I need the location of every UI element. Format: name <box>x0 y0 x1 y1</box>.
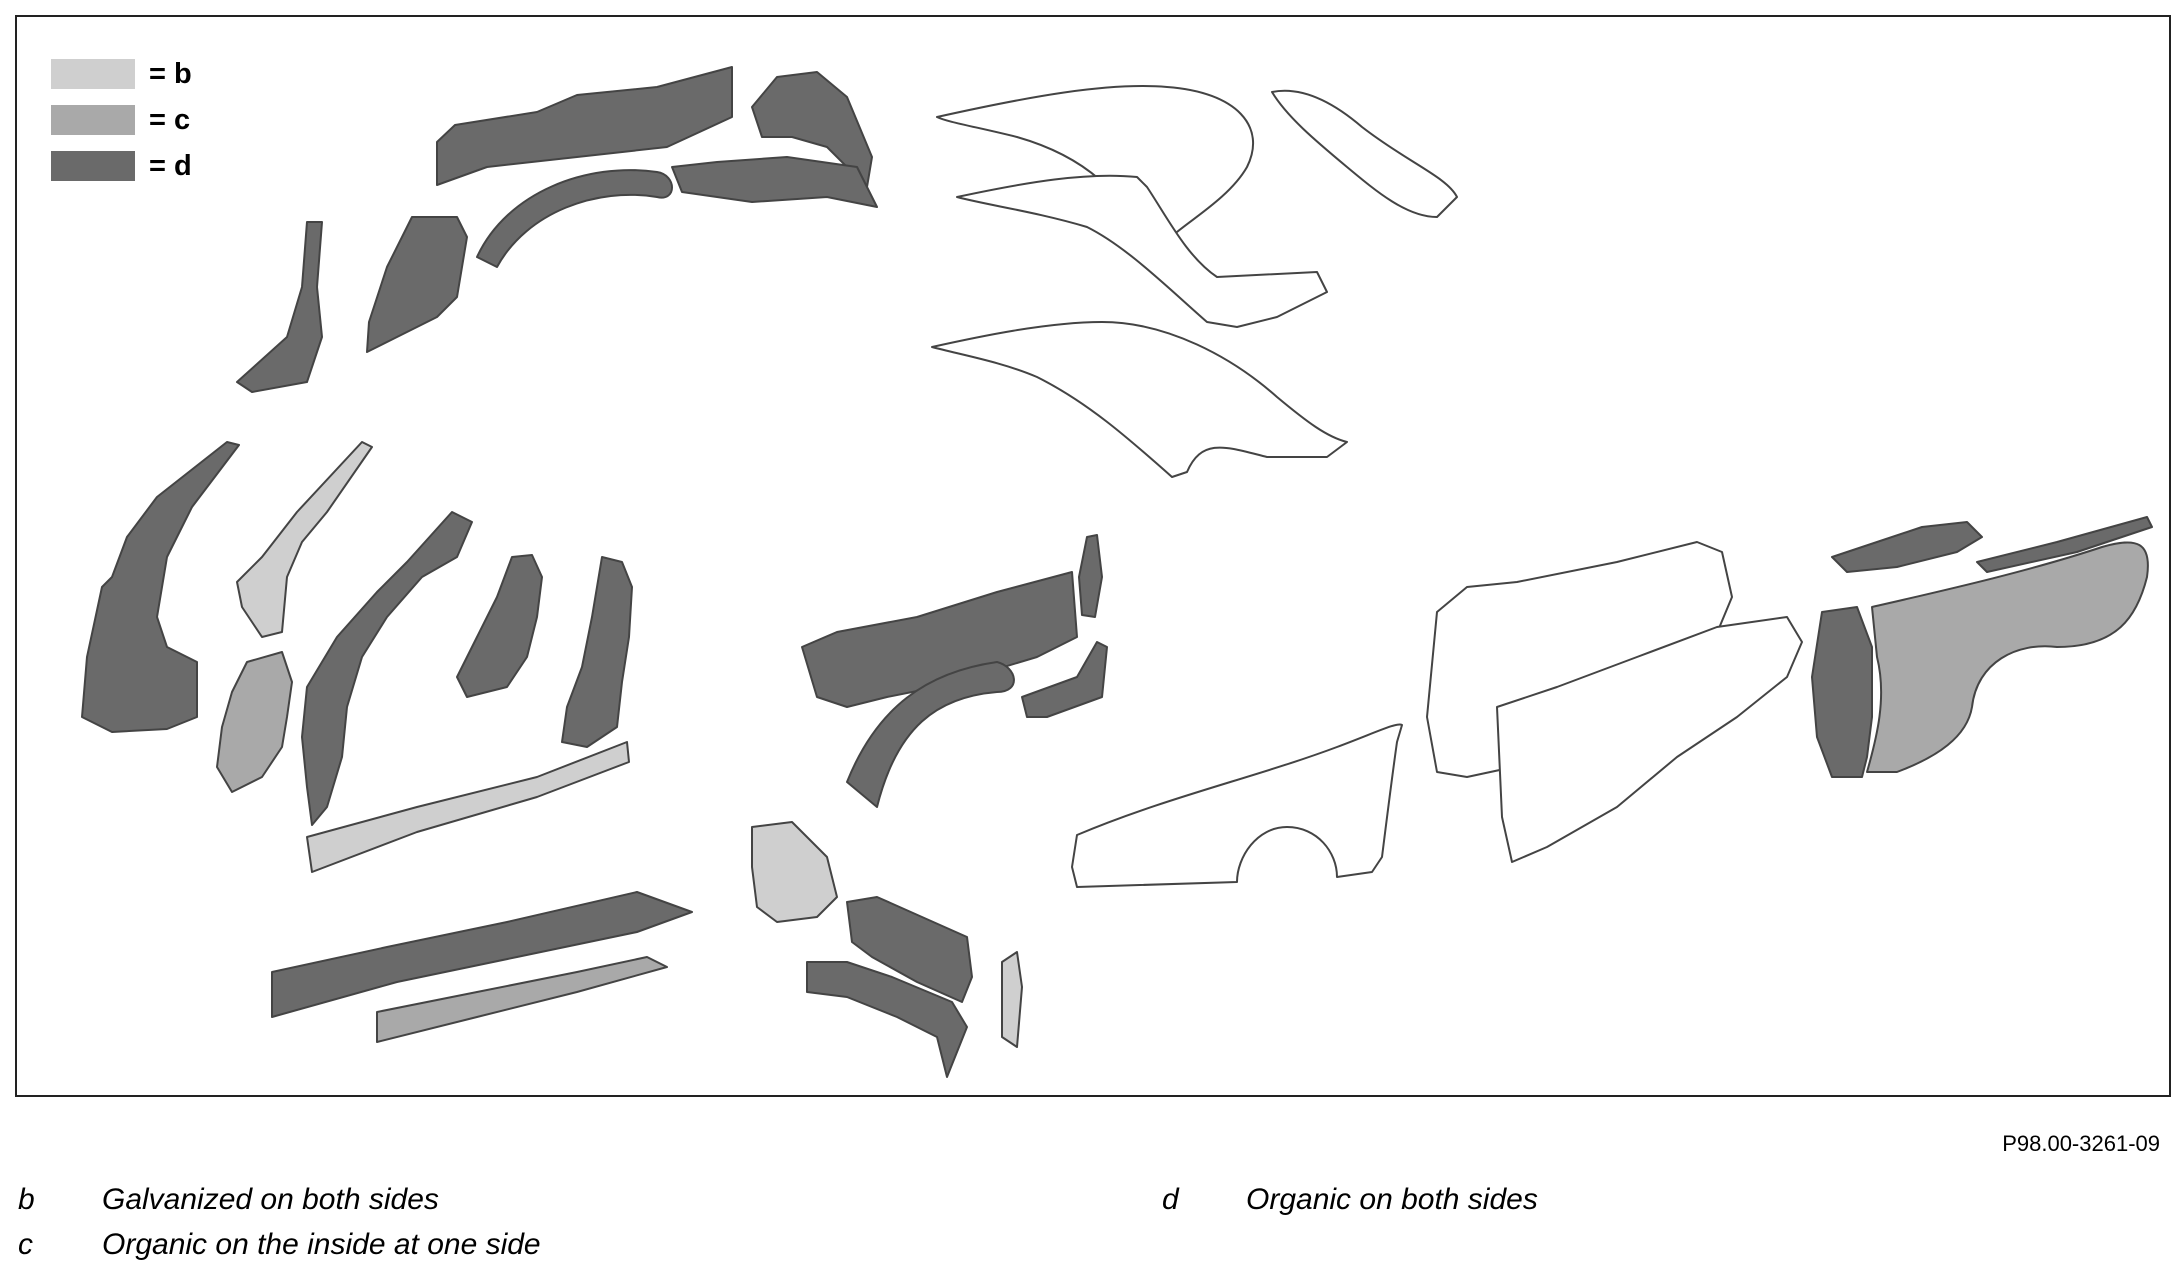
part-sill-reinforcement <box>306 741 630 873</box>
part-side-sill-outer <box>271 891 693 1018</box>
part-rear-quarter-brace <box>751 71 873 188</box>
part-front-inner-bracket <box>751 821 838 923</box>
part-b-pillar-inner <box>301 511 473 826</box>
legend: = b = c = d <box>51 51 192 189</box>
part-wheel-arch-upper <box>476 169 673 268</box>
part-roof-rail-strip <box>671 156 878 208</box>
part-a-pillar-reinforcement <box>236 441 373 638</box>
part-rear-quarter-brace-small <box>1976 516 2153 573</box>
legend-item-c: = c <box>51 97 192 143</box>
key-letter-c: c <box>18 1228 33 1261</box>
part-a-pillar-lower <box>81 441 240 733</box>
part-roof-inner-frame <box>931 321 1348 478</box>
legend-label-b: = b <box>149 57 192 90</box>
part-b-pillar-outer <box>561 556 633 748</box>
key-text-b: Galvanized on both sides <box>102 1183 439 1216</box>
part-wheelhouse-panel <box>801 571 1078 708</box>
key-item-d: d Organic on both sides <box>1162 1183 1538 1217</box>
figure-frame: = b = c = d <box>15 15 2171 1097</box>
part-roof-panel <box>936 85 1254 243</box>
part-a-pillar-upper <box>236 221 323 393</box>
part-rear-inner-panel-upper <box>436 66 733 186</box>
part-roof-frame <box>956 174 1328 328</box>
part-c-pillar-inner <box>366 216 468 353</box>
key-letter-d: d <box>1162 1183 1179 1216</box>
body-panels-diagram <box>81 66 2153 1078</box>
key-item-b: b Galvanized on both sides <box>18 1183 439 1217</box>
part-wheel-arch-bracket <box>1021 641 1108 718</box>
figure-id: P98.00-3261-09 <box>2002 1131 2160 1156</box>
part-rear-shelf-panel <box>1271 89 1458 218</box>
part-b-pillar-lower-panel <box>456 554 543 698</box>
legend-label-c: = c <box>149 103 191 136</box>
part-cowl-lower-panel <box>806 961 968 1078</box>
legend-swatch-b <box>51 59 135 89</box>
key-item-c: c Organic on the inside at one side <box>18 1228 541 1262</box>
part-door-outer-panel <box>1496 616 1803 863</box>
legend-swatch-c <box>51 105 135 135</box>
part-small-bracket <box>1001 951 1023 1048</box>
key-text-d: Organic on both sides <box>1246 1183 1538 1216</box>
legend-item-d: = d <box>51 143 192 189</box>
part-front-fender <box>1071 723 1403 888</box>
key-text-c: Organic on the inside at one side <box>102 1228 541 1261</box>
key-letter-b: b <box>18 1183 35 1216</box>
part-cowl-side-panel <box>846 896 973 1003</box>
part-a-pillar-inner-lower <box>216 651 293 793</box>
part-wheel-arch-lower <box>846 661 1015 808</box>
legend-item-b: = b <box>51 51 192 97</box>
part-side-sill-inner <box>376 956 668 1043</box>
part-rear-door-post <box>1811 606 1873 778</box>
legend-label-d: = d <box>149 149 192 182</box>
part-rear-quarter-trim <box>1831 521 1983 573</box>
part-rear-quarter-panel <box>1866 541 2149 773</box>
legend-swatch-d <box>51 151 135 181</box>
part-wheelhouse-bracket <box>1078 534 1103 618</box>
